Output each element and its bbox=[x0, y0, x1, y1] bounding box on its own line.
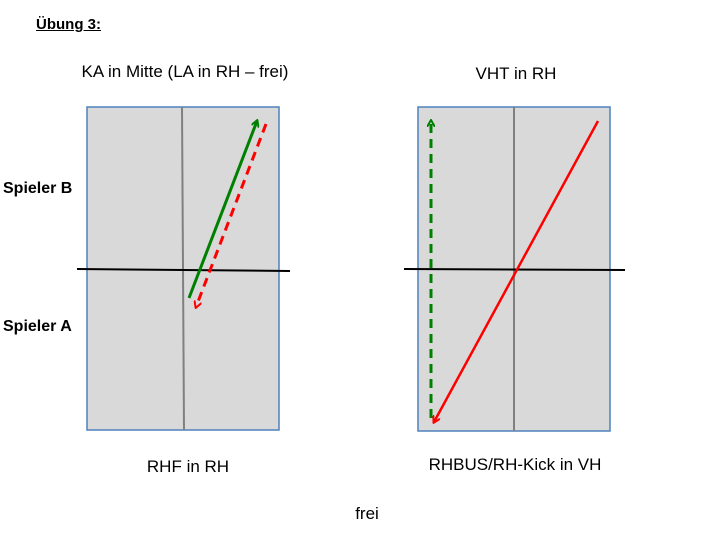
left-diagram-bottom-label: RHF in RH bbox=[146, 457, 230, 476]
exercise-title: Übung 3: bbox=[36, 16, 101, 33]
player-a-label: Spieler A bbox=[3, 318, 72, 335]
left-red-dashed-arrow bbox=[196, 123, 268, 307]
left-table-center-line bbox=[181, 106, 185, 431]
left-table-net bbox=[76, 268, 291, 272]
right-table-net bbox=[403, 268, 626, 271]
footer-label: frei bbox=[355, 504, 379, 523]
left-diagram-top-label: KA in Mitte (LA in RH – frei) bbox=[81, 62, 289, 81]
right-red-arrow bbox=[434, 120, 600, 422]
right-diagram-bottom-label: RHBUS/RH-Kick in VH bbox=[428, 455, 602, 474]
right-table bbox=[403, 106, 626, 432]
right-diagram-top-label: VHT in RH bbox=[475, 64, 557, 83]
player-b-label: Spieler B bbox=[3, 180, 73, 197]
left-table bbox=[76, 106, 291, 431]
left-green-arrow bbox=[187, 121, 257, 299]
